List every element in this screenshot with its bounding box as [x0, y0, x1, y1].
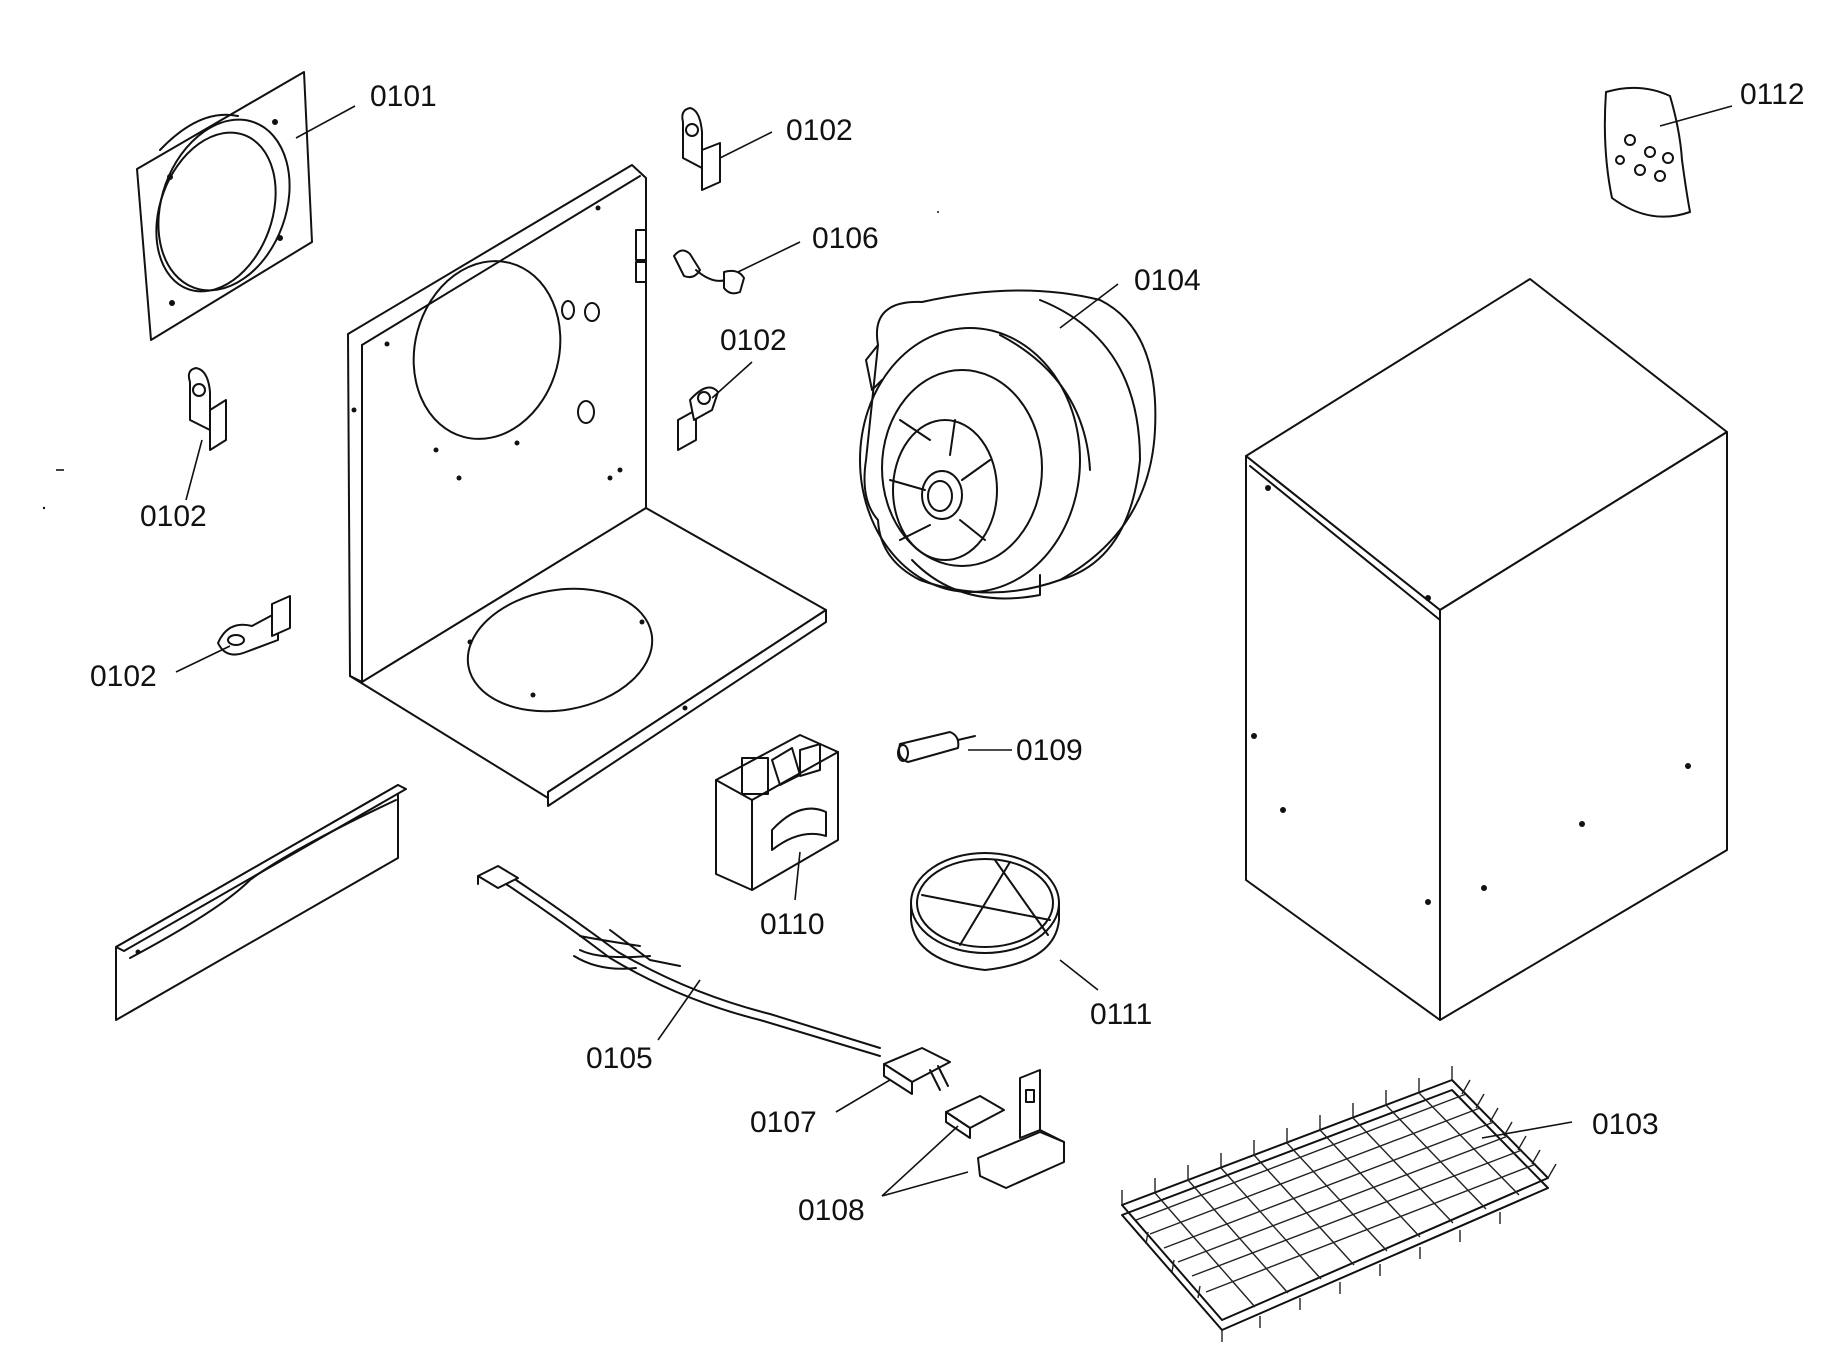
- label-0102-mid: 0102: [720, 324, 787, 357]
- label-0102-top: 0102: [786, 114, 853, 147]
- part-0105-wiring-harness: [477, 865, 881, 1057]
- label-0101: 0101: [370, 80, 437, 113]
- part-labels: 0101 0102 0106 0104 0102 0112 0102 0102 …: [90, 78, 1805, 1227]
- leader-lines: [175, 105, 1733, 1197]
- part-0110-control-box: [715, 734, 839, 891]
- part-0103-wire-rack: [1121, 1066, 1557, 1342]
- part-0111-filter-ring: [910, 852, 1060, 971]
- part-0104-blower-motor: [859, 289, 1157, 600]
- label-0102-lower: 0102: [90, 660, 157, 693]
- part-0101-duct-flange: [136, 71, 313, 341]
- label-0103: 0103: [1592, 1108, 1659, 1141]
- part-0107-connector: [883, 1047, 951, 1095]
- label-0105: 0105: [586, 1042, 653, 1075]
- part-0109-capacitor: [897, 731, 976, 763]
- part-cabinet-box: [1245, 278, 1728, 1021]
- part-0102-bracket-left: [187, 367, 227, 451]
- label-0112: 0112: [1740, 78, 1805, 111]
- part-front-trim-strip: [115, 784, 407, 1021]
- label-0102-left: 0102: [140, 500, 207, 533]
- part-housing-l-panel: [347, 164, 827, 807]
- label-0110: 0110: [760, 908, 825, 941]
- part-0106-fitting: [673, 249, 745, 295]
- part-0112-hardware-bag: [1603, 86, 1691, 218]
- part-0102-bracket-mid: [677, 386, 719, 451]
- label-0109: 0109: [1016, 734, 1083, 767]
- label-0111: 0111: [1090, 998, 1152, 1031]
- part-0108-connector-bracket: [945, 1069, 1065, 1189]
- label-0104: 0104: [1134, 264, 1201, 297]
- label-0106: 0106: [812, 222, 879, 255]
- part-0102-bracket-lower: [217, 595, 291, 656]
- stray-marks: [42, 211, 939, 510]
- label-0107: 0107: [750, 1106, 817, 1139]
- part-0102-bracket-top: [681, 107, 721, 191]
- label-0108: 0108: [798, 1194, 865, 1227]
